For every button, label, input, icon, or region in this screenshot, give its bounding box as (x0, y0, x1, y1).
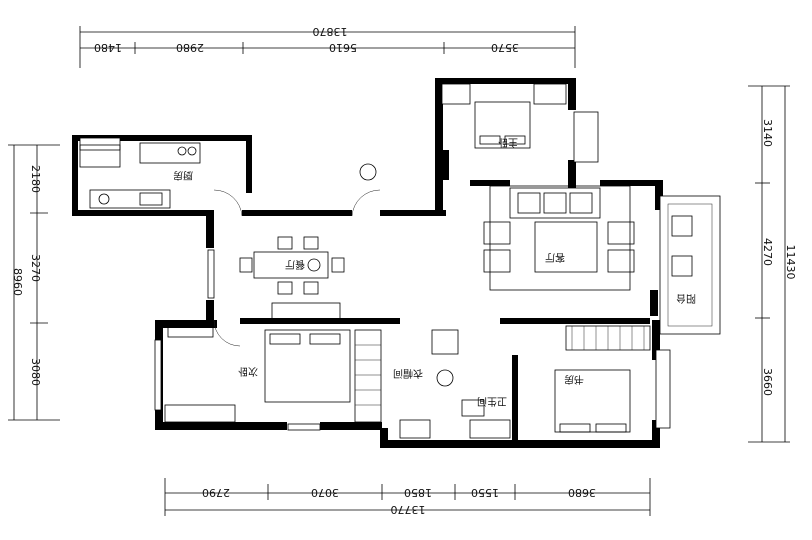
dim-bottom-total: 13770 (391, 503, 426, 516)
furniture (79, 101, 693, 439)
dim-right-total: 11430 (784, 245, 797, 280)
dim-right-1: 3140 (761, 119, 774, 147)
dim-left-total: 8960 (11, 268, 24, 296)
label-kitchen: 厨房 (173, 169, 193, 182)
label-dining: 餐厅 (285, 258, 305, 271)
dim-top-1: 1480 (94, 41, 122, 54)
dim-left-3: 3080 (29, 358, 42, 386)
dimension-bottom: 2790 3070 1850 1550 3680 13770 (164, 478, 651, 516)
dim-bottom-4: 1550 (471, 486, 499, 499)
dim-left-2: 3270 (29, 254, 42, 282)
label-master-bedroom: 主卧 (498, 136, 518, 149)
dim-top-4: 3570 (491, 41, 519, 54)
dim-right-3: 3660 (761, 368, 774, 396)
dimension-top: 13870 1480 2980 5610 3570 (79, 25, 576, 68)
dim-bottom-2: 3070 (311, 486, 339, 499)
dimension-left: 8960 2180 3270 3080 (8, 144, 60, 421)
dim-right-2: 4270 (761, 238, 774, 266)
dim-left-1: 2180 (29, 165, 42, 193)
dim-top-total: 13870 (313, 25, 348, 38)
label-study: 书房 (564, 373, 584, 386)
label-bathroom: 卫生间 (477, 395, 507, 408)
label-second-bedroom: 次卧 (238, 365, 258, 378)
room-labels: 厨房 主卧 客厅 餐厅 阳台 次卧 书房 卫生间 衣帽间 (173, 136, 696, 408)
dim-bottom-5: 3680 (568, 486, 596, 499)
label-living: 客厅 (545, 251, 565, 264)
label-balcony: 阳台 (676, 292, 696, 305)
label-wardrobe: 衣帽间 (393, 367, 423, 380)
dimension-right: 3140 4270 3660 11430 (748, 85, 797, 443)
dim-top-3: 5610 (329, 41, 357, 54)
dim-bottom-1: 2790 (202, 486, 230, 499)
dim-bottom-3: 1850 (404, 486, 432, 499)
windows (79, 83, 721, 431)
dim-top-2: 2980 (176, 41, 204, 54)
